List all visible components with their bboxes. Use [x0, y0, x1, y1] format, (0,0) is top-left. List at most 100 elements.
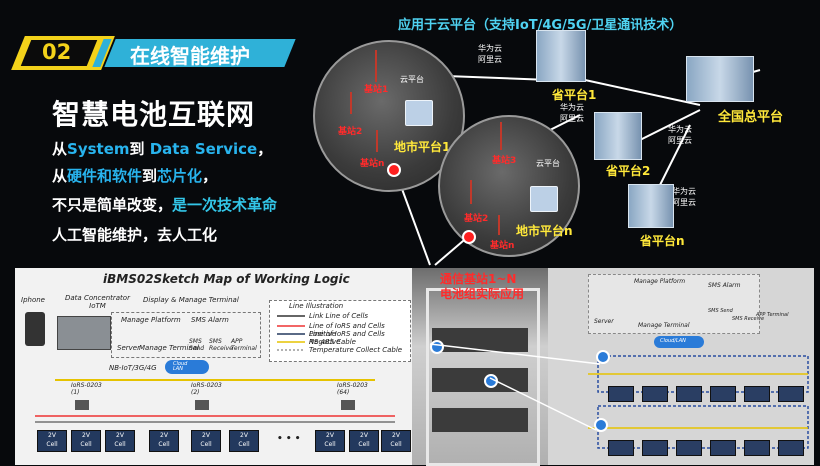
- station-label-3: 基站3: [492, 156, 517, 166]
- cloud-icon: [654, 336, 704, 348]
- nb-iot-label: NB-IoT/3G/4G: [109, 364, 157, 372]
- sms-alarm-label: SMS Alarm: [708, 282, 741, 289]
- sensor-marker: [594, 418, 608, 432]
- battery-cell: [608, 386, 634, 402]
- highlight-system: System: [67, 140, 130, 158]
- tower-icon: [375, 50, 377, 82]
- cloud-lan-label: Cloud/LAN: [660, 338, 686, 344]
- battery-cell: [778, 440, 804, 456]
- text-fragment: ，: [257, 140, 273, 158]
- cell-voltage: 2V: [82, 432, 90, 439]
- sms-send-label: SMS Send: [189, 338, 205, 352]
- text-line-1: 从System到 Data Service，: [52, 138, 272, 159]
- legend-item: RS 485 Cable: [309, 338, 356, 346]
- city-platform-1-label: 地市平台1: [394, 140, 451, 154]
- cell-label: Cell: [358, 441, 370, 448]
- battery-application-callout: 通信基站1~N 电池组实际应用: [440, 272, 525, 301]
- battery-rack-photo: [412, 268, 548, 466]
- iors-label-2: IoRS-0203 (2): [191, 382, 222, 396]
- province-2-label: 省平台2: [606, 164, 651, 178]
- battery-cell: [710, 386, 736, 402]
- connector-lines: [429, 343, 601, 431]
- text-fragment: 到: [142, 167, 158, 185]
- highlight-chip: 芯片化: [157, 167, 203, 185]
- cell-voltage: 2V: [116, 432, 124, 439]
- ellipsis: • • •: [277, 434, 301, 444]
- cell-voltage: 2V: [326, 432, 334, 439]
- cloud-platform-title: 应用于云平台（支持IoT/4G/5G/卫星通讯技术）: [398, 18, 683, 33]
- highlight-data-service: Data Service: [149, 140, 258, 158]
- working-logic-diagram: iBMS02Sketch Map of Working Logic Iphone…: [15, 268, 412, 465]
- battery-cell: 2V Cell: [229, 430, 259, 452]
- tower-icon: [376, 130, 378, 152]
- app-terminal-label: APP Terminal: [231, 338, 257, 352]
- cloud-icon: [165, 360, 209, 374]
- cell-voltage: 2V: [392, 432, 400, 439]
- cloud-label: 云平台: [400, 75, 424, 84]
- highlight-hw-sw: 硬件和软件: [67, 167, 143, 185]
- battery-cell: [676, 386, 702, 402]
- battery-cell: [778, 386, 804, 402]
- text-line-4: 人工智能维护，去人工化: [52, 226, 218, 244]
- legend-item: Link Line of Cells: [309, 312, 369, 320]
- cell-label: Cell: [158, 441, 170, 448]
- battery-row: [432, 408, 528, 432]
- cell-voltage: 2V: [240, 432, 248, 439]
- province-building-icon: [628, 184, 674, 228]
- legend-title: Line Illustration: [289, 302, 344, 310]
- text-fragment: 不只是简单改变，: [52, 196, 173, 214]
- station-label-2b: 基站2: [464, 214, 489, 224]
- cloud-label-2: 云平台: [536, 159, 560, 168]
- city-platform-icon: [405, 100, 433, 126]
- sensor-marker: [596, 350, 610, 364]
- concentrator-device: [57, 316, 111, 350]
- manage-terminal-label: Manage Terminal: [638, 322, 690, 329]
- iors-module: [341, 400, 355, 410]
- section-badge: 02 在线智能维护: [11, 36, 296, 70]
- server-label: Server: [594, 318, 614, 325]
- battery-cell: [744, 440, 770, 456]
- national-platform-label: 全国总平台: [718, 110, 784, 125]
- legend-swatches: [277, 315, 305, 351]
- text-fragment: 到: [129, 140, 150, 158]
- manage-platform-label: Manage Platform: [634, 278, 686, 285]
- sms-receive-label: SMS Receive: [732, 316, 765, 322]
- battery-row: [432, 328, 528, 352]
- sms-alarm-label: SMS Alarm: [191, 316, 229, 324]
- city-platform-n-label: 地市平台n: [516, 224, 573, 238]
- station-label-2: 基站2: [338, 127, 363, 137]
- iors-label-64: IoRS-0203 (64): [337, 382, 368, 396]
- province-building-icon: [594, 112, 642, 160]
- battery-cell: [676, 440, 702, 456]
- app-terminal-label: APP Terminal: [756, 312, 789, 318]
- section-title: 在线智能维护: [130, 44, 250, 68]
- platform-box: [111, 312, 261, 358]
- platform-box: [588, 274, 760, 334]
- sms-receive-label: SMS Receive: [209, 338, 233, 352]
- system-topology-photo: Manage Platform SMS Alarm Server Manage …: [548, 268, 814, 465]
- tower-icon: [498, 215, 500, 235]
- legend-box: [269, 300, 411, 362]
- cell-label: Cell: [238, 441, 250, 448]
- location-marker: [462, 230, 476, 244]
- battery-cell: [642, 440, 668, 456]
- cell-label: Cell: [390, 441, 402, 448]
- tower-icon: [350, 92, 352, 114]
- station-label-1: 基站1: [364, 85, 389, 95]
- text-line-3: 不只是简单改变，是一次技术革命: [52, 194, 277, 215]
- province-n-label: 省平台n: [640, 234, 685, 248]
- diagram-title: iBMS02Sketch Map of Working Logic: [103, 272, 350, 286]
- sensor-marker: [430, 340, 444, 354]
- manage-terminal-label: Manage Terminal: [139, 344, 200, 352]
- server-label: Server: [117, 344, 140, 352]
- phone-icon: [25, 312, 45, 346]
- battery-cell: [642, 386, 668, 402]
- battery-cell: [710, 440, 736, 456]
- text-fragment: ，: [202, 167, 218, 185]
